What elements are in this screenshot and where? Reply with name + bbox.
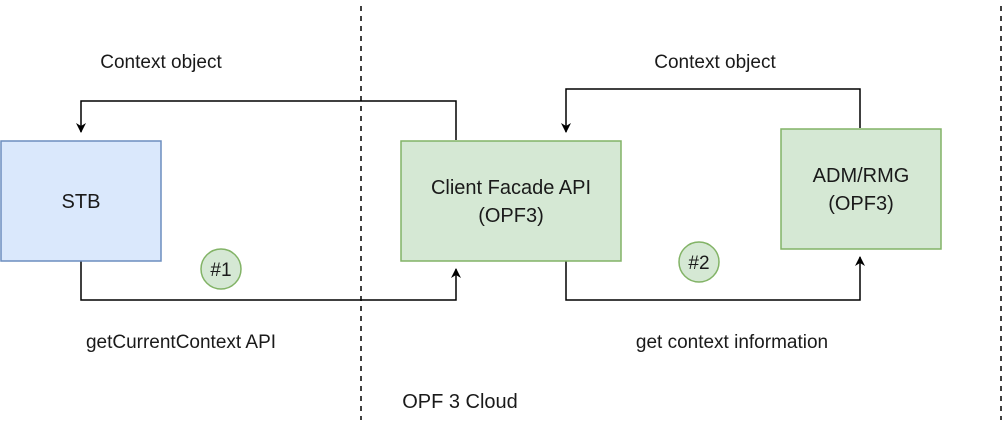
label-get-context-information: get context information [636, 332, 828, 353]
badge-step-1-label: #1 [210, 260, 231, 281]
node-adm-rmg-sublabel: (OPF3) [828, 193, 894, 215]
node-adm-rmg-box [780, 128, 942, 250]
node-client-facade-api-label: Client Facade API [431, 177, 591, 199]
label-context-object-left: Context object [100, 52, 222, 73]
badge-step-1-circle [200, 248, 242, 290]
node-client-facade-api-sublabel: (OPF3) [478, 205, 544, 227]
node-client-facade-api[interactable]: Client Facade API (OPF3) [400, 140, 622, 262]
node-client-facade-api-box [400, 140, 622, 262]
badge-step-2-circle [678, 241, 720, 283]
edge-context-object-to-client-facade [561, 88, 861, 133]
badge-step-1: #1 [200, 248, 242, 290]
label-context-object-right: Context object [654, 52, 776, 73]
label-opf3-cloud: OPF 3 Cloud [402, 391, 518, 413]
node-adm-rmg[interactable]: ADM/RMG (OPF3) [780, 128, 942, 250]
badge-step-2: #2 [678, 241, 720, 283]
node-stb[interactable]: STB [0, 140, 162, 262]
edge-context-object-to-stb [76, 100, 457, 140]
node-stb-label: STB [62, 191, 101, 213]
badge-step-2-label: #2 [688, 253, 709, 274]
node-stb-box [0, 140, 162, 262]
label-get-current-context-api: getCurrentContext API [86, 332, 276, 353]
edge-get-context-information [565, 256, 865, 301]
edge-get-current-context [80, 261, 461, 301]
node-adm-rmg-label: ADM/RMG [813, 165, 910, 187]
